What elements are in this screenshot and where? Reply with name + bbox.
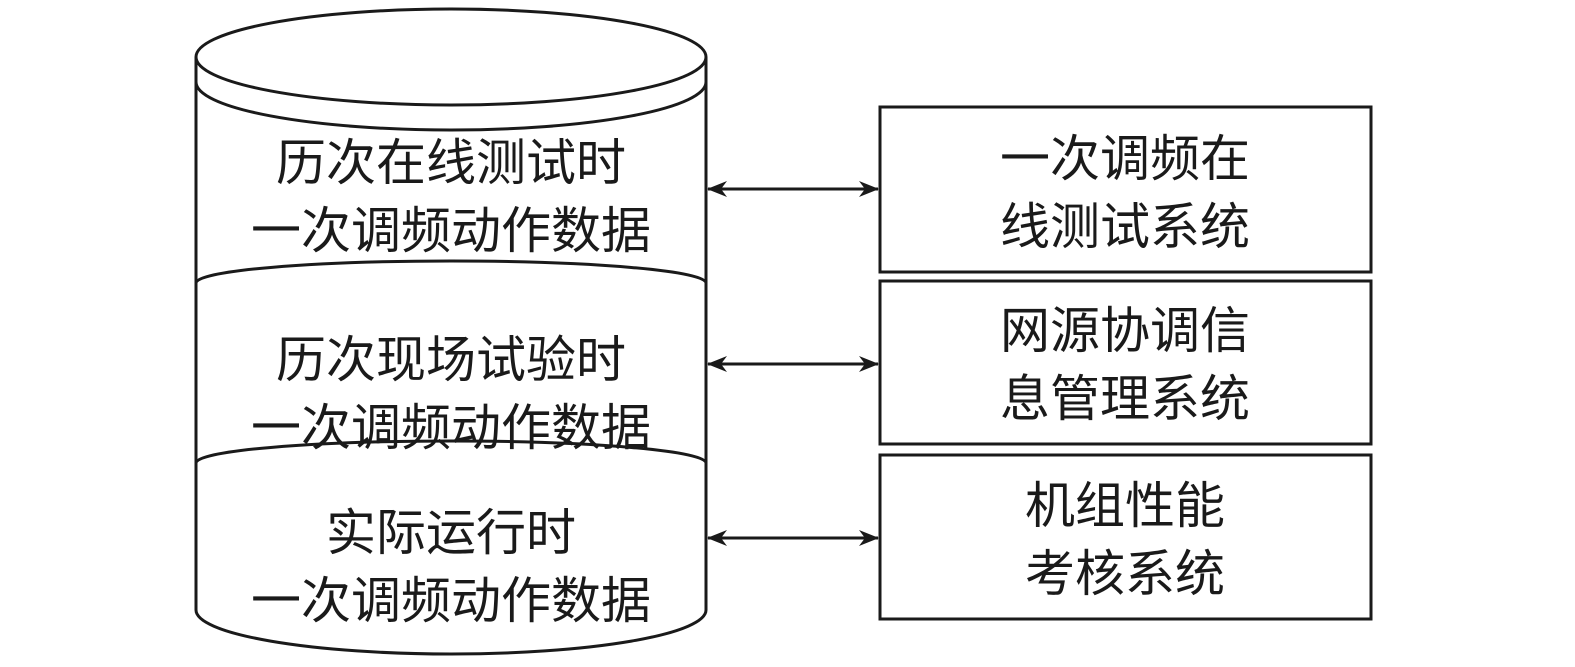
system-box-online-test xyxy=(878,105,1373,274)
database-segment-actual-operation-line2: 一次调频动作数据 xyxy=(251,572,651,630)
system-box-unit-performance xyxy=(878,453,1373,621)
cylinder-top-rim xyxy=(194,81,708,132)
system-box-grid-source-coordination xyxy=(878,279,1373,446)
database-segment-actual-operation-line1: 实际运行时 xyxy=(326,504,576,562)
database-segment-online-test-line2: 一次调频动作数据 xyxy=(251,202,651,260)
cylinder-top xyxy=(194,7,708,107)
database-segment-online-test-line1: 历次在线测试时 xyxy=(276,134,626,192)
system-grid-source-coordination-line2: 息管理系统 xyxy=(1000,370,1250,428)
system-online-test-line2: 线测试系统 xyxy=(1000,198,1250,256)
database-cylinder xyxy=(194,7,708,656)
database-segment-field-test-line1: 历次现场试验时 xyxy=(276,331,626,389)
system-online-test-line1: 一次调频在 xyxy=(1000,130,1250,188)
cylinder-body xyxy=(194,57,708,656)
system-unit-performance-line1: 机组性能 xyxy=(1025,477,1225,535)
segment-divider xyxy=(194,439,708,464)
system-unit-performance-line2: 考核系统 xyxy=(1025,545,1225,603)
database-segment-field-test-line2: 一次调频动作数据 xyxy=(251,399,651,457)
segment-divider xyxy=(194,259,708,284)
system-grid-source-coordination-line1: 网源协调信 xyxy=(1000,302,1250,360)
